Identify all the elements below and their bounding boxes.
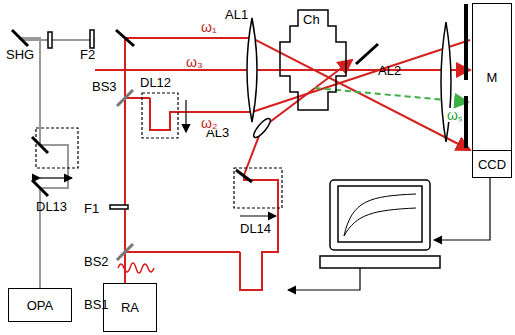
laser-box: RA	[103, 283, 157, 332]
beam-label: ωₛ	[446, 108, 463, 122]
component-label: F2	[80, 48, 95, 61]
monochromator-box: M	[472, 3, 512, 151]
component-label: BS1	[84, 298, 109, 311]
node-label: CCD	[478, 157, 506, 172]
component-label: AL1	[225, 8, 248, 21]
node-label: OPA	[27, 298, 54, 313]
component-label: SHG	[6, 48, 34, 61]
beam-label: ω₃	[185, 55, 204, 69]
component-label: BS2	[84, 255, 109, 268]
laser-box: OPA	[8, 288, 72, 322]
node-label: RA	[121, 300, 139, 315]
node-label: M	[487, 70, 498, 85]
beam-label: ω₁	[200, 20, 218, 34]
component-label: F1	[84, 202, 99, 215]
detector-box: CCD	[472, 150, 512, 178]
component-label: DL12	[140, 76, 171, 89]
component-label: BS3	[92, 80, 117, 93]
component-label: DL13	[36, 200, 67, 213]
component-label: AL2	[378, 64, 401, 77]
sample-chamber: Ch	[278, 8, 348, 112]
component-label: DL14	[240, 222, 271, 235]
node-label: Ch	[303, 12, 320, 27]
beam-label: ω₂	[200, 116, 218, 130]
